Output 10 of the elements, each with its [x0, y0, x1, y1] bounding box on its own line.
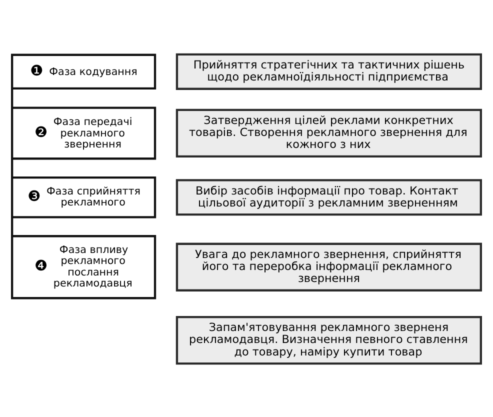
- node-box: Увага до рекламного звернення, сприйняття його та переробка інформації рекламного звернення: [176, 242, 482, 291]
- node-box: Запам'ятовування рекламного зверненя рекламодавця. Визначення певного ставлення до товару, наміру купити товар: [176, 315, 482, 364]
- connector: [11, 216, 14, 236]
- node-box: ❹ Фаза впливу рекламного послання рекламодавця: [11, 234, 156, 299]
- connector: [11, 158, 14, 178]
- node-box: Вибір засобів інформації про товар. Контакт цільової аудиторії з рекламним зверненням: [176, 178, 482, 216]
- node-box: Прийняття стратегічних та тактичних рішень щодо рекламноїдіяльності підприємства: [176, 52, 482, 90]
- node-box: ❶ Фаза кодування: [11, 53, 156, 90]
- node-box: Затвердження цілей реклами конкретних товарів. Створення рекламного звернення для кожного з них: [176, 108, 482, 158]
- connector: [11, 88, 14, 108]
